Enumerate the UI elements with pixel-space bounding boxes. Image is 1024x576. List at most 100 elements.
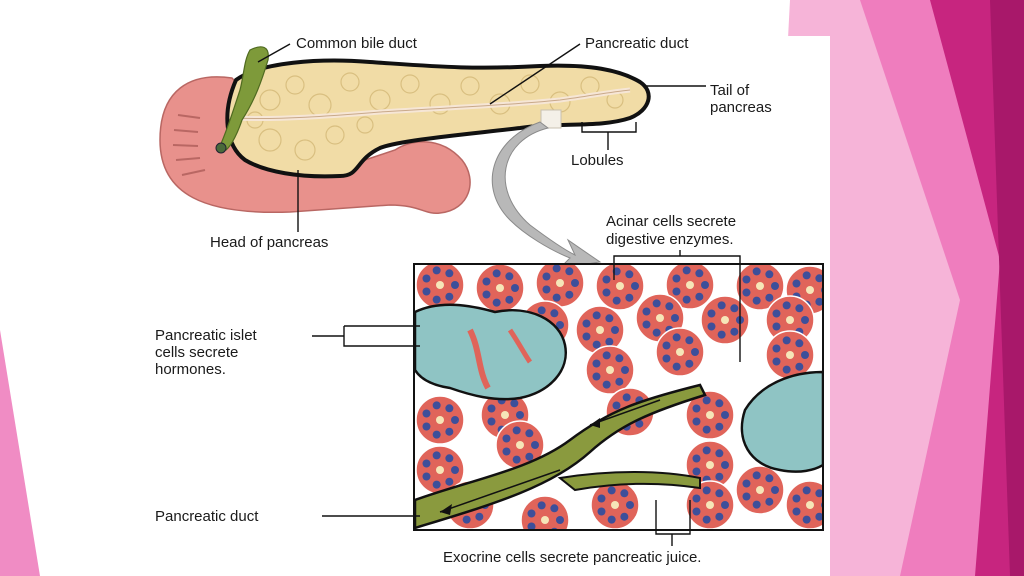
acinar-nucleus (602, 275, 611, 284)
leader-islet (312, 325, 420, 347)
acinar-nucleus (602, 380, 611, 389)
acinar-nucleus (782, 336, 791, 345)
acinar-nucleus (801, 351, 809, 359)
acinus-lumen (686, 281, 694, 289)
acinar-nucleus (782, 301, 791, 310)
acinar-nucleus (672, 362, 681, 371)
acinar-nucleus (642, 320, 651, 329)
acinus (700, 295, 750, 345)
islet-cluster-left (415, 303, 568, 401)
acinar-nucleus (542, 272, 551, 281)
acinar-nucleus (692, 454, 701, 463)
acinar-nucleus (772, 322, 781, 331)
acinus-lumen (501, 411, 509, 419)
acinar-nucleus (451, 466, 459, 474)
label-islet-line3: hormones. (155, 361, 226, 378)
leader-common-bile-duct (257, 43, 291, 63)
acinar-nucleus (505, 272, 514, 281)
islet-cluster-right (740, 370, 822, 473)
acinar-nucleus (445, 269, 454, 278)
acinar-nucleus (571, 279, 579, 287)
acinar-nucleus (742, 288, 751, 297)
acinar-nucleus (792, 494, 801, 503)
label-common-bile-duct: Common bile duct (296, 35, 417, 52)
acinar-nucleus (625, 293, 634, 302)
acinus (595, 265, 645, 311)
acinar-nucleus (742, 492, 751, 501)
acinus (415, 395, 465, 445)
acinar-nucleus (662, 341, 671, 350)
acinus-lumen (706, 501, 714, 509)
acinar-nucleus (612, 401, 621, 410)
acinar-nucleus (772, 357, 781, 366)
acinar-nucleus (631, 282, 639, 290)
acinar-nucleus (730, 304, 739, 313)
acinar-nucleus (432, 295, 441, 304)
acinar-nucleus (556, 321, 564, 329)
acinar-nucleus (597, 494, 606, 503)
acinar-nucleus (821, 502, 822, 508)
duct-lower-branch (557, 471, 701, 492)
acinar-nucleus (652, 299, 661, 308)
acinar-nucleus (422, 472, 431, 481)
acinar-nucleus (765, 270, 774, 279)
acinar-nucleus (550, 309, 559, 318)
acinar-nucleus (707, 309, 716, 318)
acinus (520, 495, 570, 539)
acinar-nucleus (542, 285, 551, 294)
acinar-nucleus (462, 515, 471, 524)
acinus-lumen (436, 281, 444, 289)
acinar-nucleus (612, 296, 621, 305)
acinar-nucleus (422, 409, 431, 418)
acinar-nucleus (615, 354, 624, 363)
acinar-nucleus (782, 365, 791, 374)
label-acinar-line2: digestive enzymes. (606, 231, 734, 248)
acinus-lumen (786, 351, 794, 359)
acinar-nucleus (482, 290, 491, 299)
acinar-nucleus (801, 316, 809, 324)
acinar-nucleus (715, 399, 724, 408)
acinar-nucleus (691, 348, 699, 356)
acinar-nucleus (597, 507, 606, 516)
label-tail-line2: pancreas (710, 99, 772, 116)
acinar-nucleus (715, 489, 724, 498)
acinar-nucleus (795, 339, 804, 348)
acinar-nucleus (552, 293, 561, 302)
acinar-nucleus (685, 336, 694, 345)
acinar-nucleus (672, 333, 681, 342)
acinar-nucleus (607, 515, 616, 524)
acinar-nucleus (620, 512, 629, 521)
acinar-nucleus (602, 288, 611, 297)
acinar-nucleus (582, 319, 591, 328)
acinar-nucleus (505, 295, 514, 304)
pancreas-body (225, 58, 651, 179)
acinar-nucleus (482, 277, 491, 286)
acinar-nucleus (665, 302, 674, 311)
acinar-nucleus (692, 417, 701, 426)
acinar-nucleus (445, 292, 454, 301)
acinus-lumen (756, 486, 764, 494)
acinar-nucleus (730, 327, 739, 336)
acinus-lumen (436, 466, 444, 474)
acinus (685, 480, 735, 529)
acinus (655, 327, 705, 377)
label-exocrine: Exocrine cells secrete pancreatic juice. (443, 549, 702, 566)
acinar-nucleus (432, 451, 441, 460)
acinar-nucleus (538, 531, 546, 539)
acinar-nucleus (692, 494, 701, 503)
acinus-lumen (756, 282, 764, 290)
duct-flow-arrow-1 (439, 469, 561, 513)
leader-acinar (613, 250, 741, 362)
acinar-nucleus (771, 282, 779, 290)
acinar-nucleus (721, 501, 729, 509)
acinar-nucleus (815, 297, 822, 306)
acinar-nucleus (605, 314, 614, 323)
acinar-nucleus (752, 296, 761, 305)
acinar-nucleus (682, 266, 691, 275)
acinar-nucleus (445, 404, 454, 413)
acinus-lumen (606, 366, 614, 374)
acinus (590, 480, 640, 529)
acinar-nucleus (662, 354, 671, 363)
acinus (685, 390, 735, 440)
acinar-nucleus (537, 501, 546, 510)
